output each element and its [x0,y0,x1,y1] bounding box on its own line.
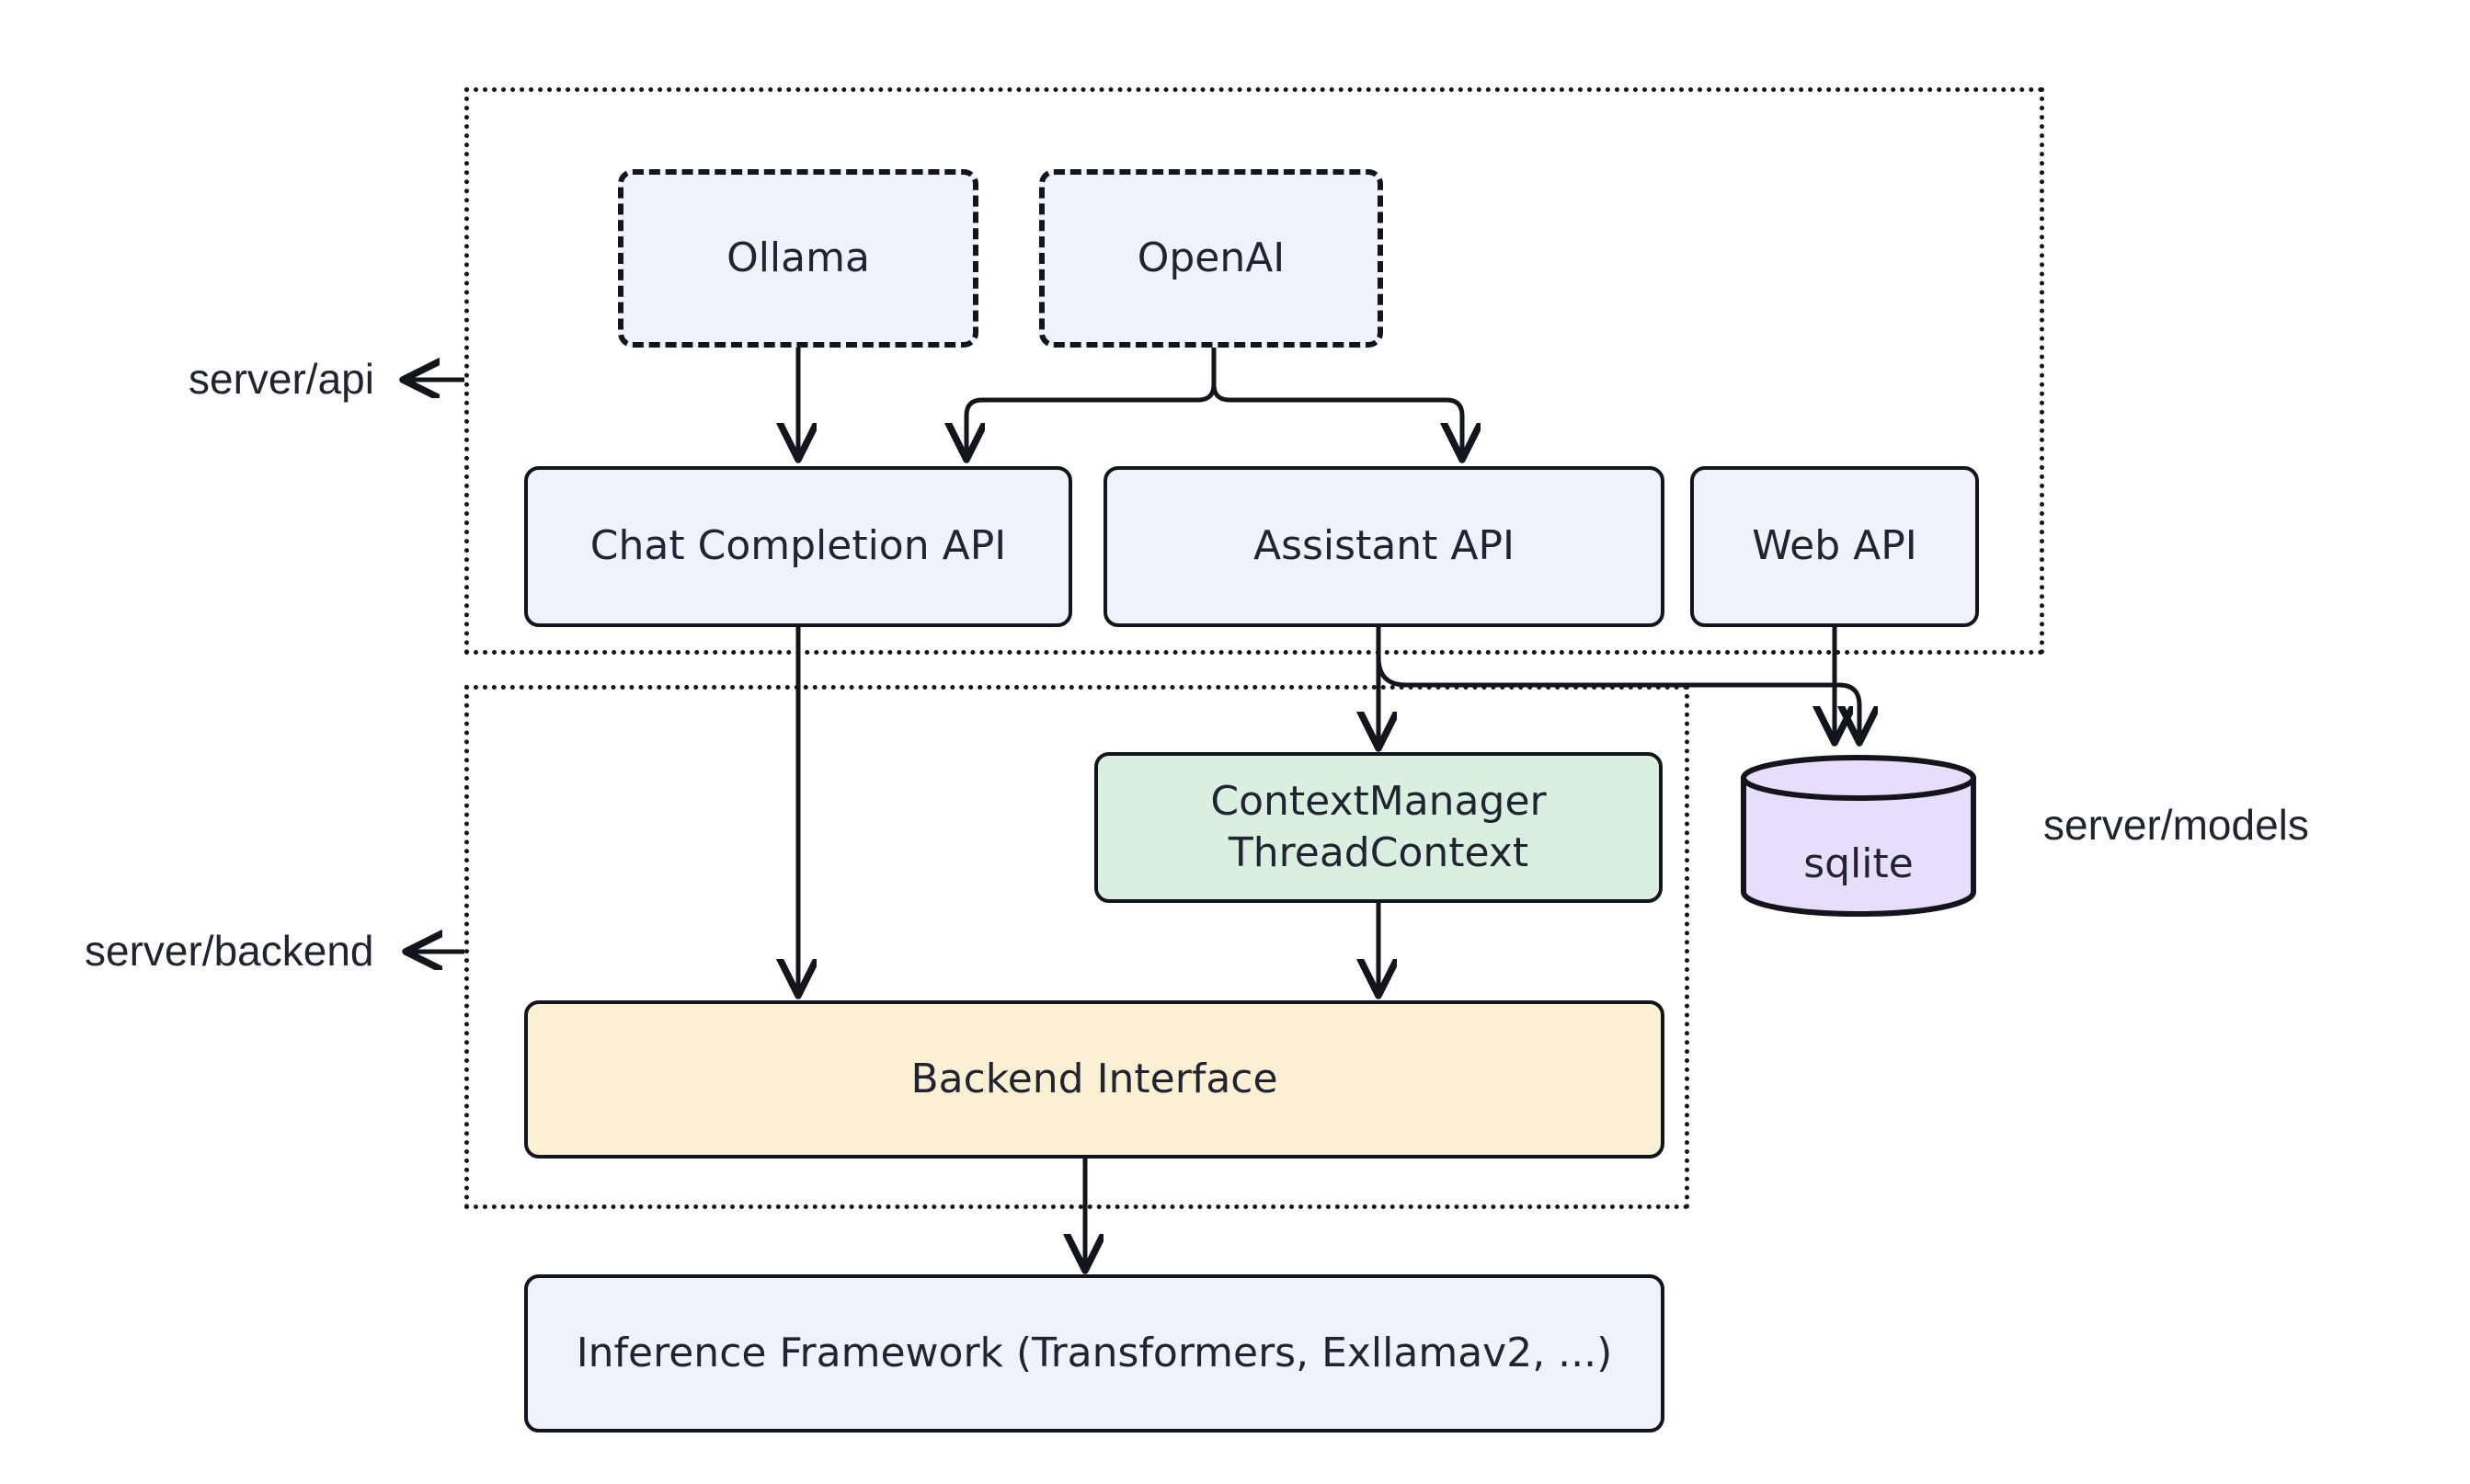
group-label-api: server/api [189,355,374,403]
node-context-manager-label-line1: ContextManager [1210,777,1547,825]
group-label-models: server/models [2043,801,2309,849]
node-backend-interface-label: Backend Interface [910,1055,1278,1102]
node-web-api-label: Web API [1752,522,1917,570]
edge-assistant-to-sqlite [1376,656,1859,741]
node-openai-label: OpenAI [1137,234,1286,281]
node-openai[interactable]: OpenAI [1039,169,1383,348]
edge-openai-to-assistant [1211,348,1462,458]
node-chat-completion-api[interactable]: Chat Completion API [524,466,1072,627]
group-label-backend: server/backend [85,927,374,975]
node-sqlite-label: sqlite [1803,840,1914,887]
node-chat-completion-api-label: Chat Completion API [589,522,1007,570]
edge-openai-to-chat [966,348,1217,458]
node-context-manager-label-line2: ThreadContext [1228,829,1529,876]
group-container-backend [464,685,1689,1209]
cylinder-icon [1741,755,1976,917]
node-inference-framework[interactable]: Inference Framework (Transformers, Exlla… [524,1274,1664,1433]
node-context-manager[interactable]: ContextManager ThreadContext [1094,752,1663,903]
node-assistant-api[interactable]: Assistant API [1103,466,1664,627]
node-ollama[interactable]: Ollama [618,169,978,348]
node-inference-framework-label: Inference Framework (Transformers, Exlla… [576,1329,1613,1376]
group-container-api [464,87,2044,655]
node-assistant-api-label: Assistant API [1252,522,1515,570]
node-backend-interface[interactable]: Backend Interface [524,1000,1664,1159]
node-ollama-label: Ollama [726,234,870,281]
node-web-api[interactable]: Web API [1690,466,1979,627]
node-sqlite[interactable]: sqlite [1738,752,1979,918]
